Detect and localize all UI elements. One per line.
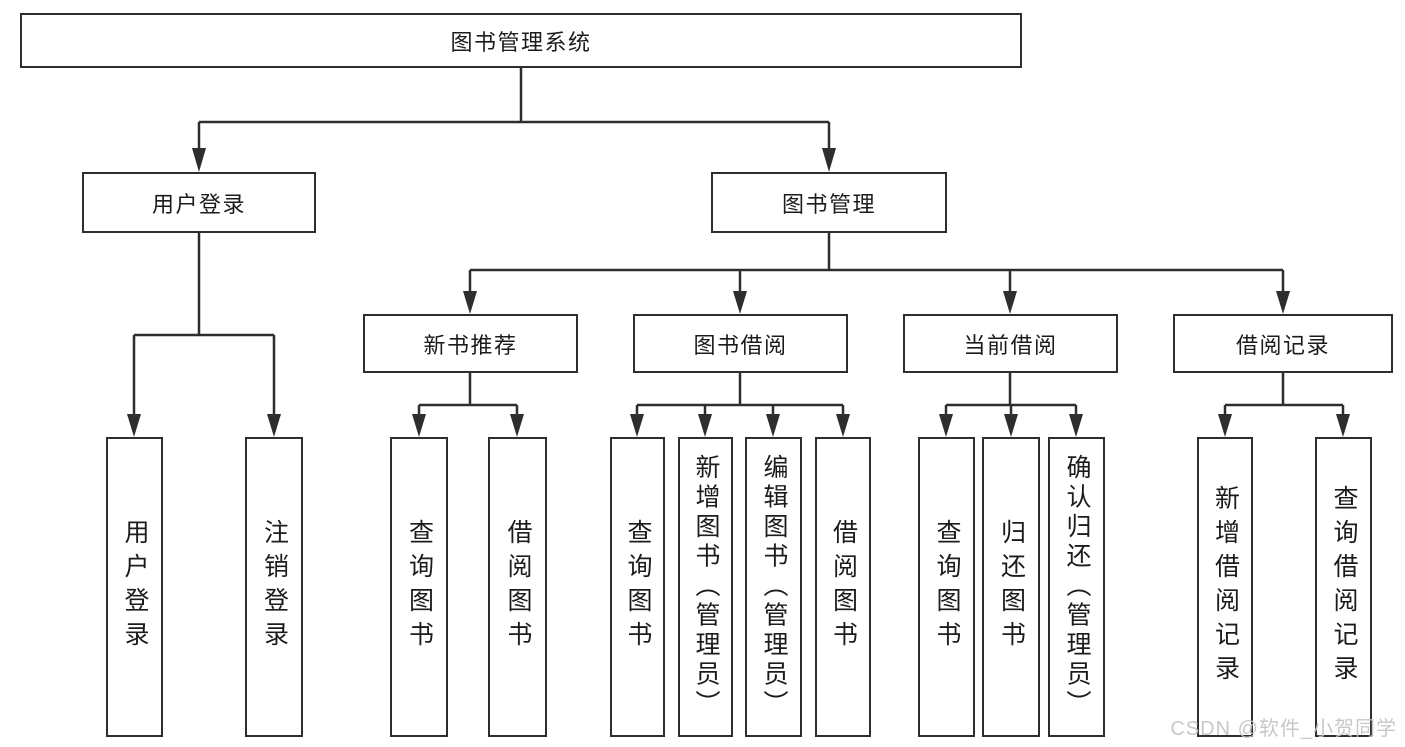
node-borrowing-records-label: 借阅记录 <box>1235 332 1330 358</box>
leaf-edit-book-admin-label: 编辑图书（管理员） <box>760 454 788 720</box>
leaf-edit-book-admin: 编辑图书（管理员） <box>745 437 802 737</box>
leaf-borrow-books-recommend: 借阅图书 <box>488 437 547 737</box>
node-book-borrowing: 图书借阅 <box>633 314 848 373</box>
leaf-query-borrow-record-label: 查询借阅记录 <box>1330 485 1358 689</box>
leaf-user-login-label: 用户登录 <box>121 519 149 655</box>
node-book-management: 图书管理 <box>711 172 947 233</box>
leaf-return-books-label: 归还图书 <box>997 519 1026 655</box>
leaf-user-login: 用户登录 <box>106 437 163 737</box>
leaf-query-books-recommend: 查询图书 <box>390 437 448 737</box>
leaf-query-books-recommend-label: 查询图书 <box>405 519 434 655</box>
leaf-borrow-books: 借阅图书 <box>815 437 871 737</box>
leaf-borrow-books-recommend-label: 借阅图书 <box>504 519 532 655</box>
leaf-query-books-current-label: 查询图书 <box>933 519 961 655</box>
node-current-borrowing: 当前借阅 <box>903 314 1118 373</box>
leaf-add-book-admin-label: 新增图书（管理员） <box>692 454 720 720</box>
leaf-borrow-books-label: 借阅图书 <box>829 519 858 655</box>
leaf-confirm-return-admin-label: 确认归还（管理员） <box>1063 454 1091 720</box>
node-user-login-label: 用户登录 <box>151 191 246 217</box>
leaf-logout: 注销登录 <box>245 437 303 737</box>
csdn-watermark: CSDN @软件_小贺同学 <box>1170 718 1397 740</box>
leaf-return-books: 归还图书 <box>982 437 1040 737</box>
leaf-query-books-current: 查询图书 <box>918 437 975 737</box>
node-borrowing-records: 借阅记录 <box>1173 314 1393 373</box>
node-book-borrowing-label: 图书借阅 <box>693 332 788 358</box>
node-current-borrowing-label: 当前借阅 <box>963 332 1058 358</box>
leaf-logout-label: 注销登录 <box>260 519 289 655</box>
node-new-book-recommend-label: 新书推荐 <box>423 332 518 358</box>
leaf-query-books-borrow-label: 查询图书 <box>624 519 652 655</box>
node-user-login: 用户登录 <box>82 172 316 233</box>
node-book-management-label: 图书管理 <box>781 191 876 217</box>
leaf-add-book-admin: 新增图书（管理员） <box>678 437 733 737</box>
node-root: 图书管理系统 <box>20 13 1022 68</box>
leaf-confirm-return-admin: 确认归还（管理员） <box>1048 437 1105 737</box>
leaf-query-books-borrow: 查询图书 <box>610 437 665 737</box>
leaf-add-borrow-record: 新增借阅记录 <box>1197 437 1253 737</box>
node-root-label: 图书管理系统 <box>450 29 592 55</box>
leaf-query-borrow-record: 查询借阅记录 <box>1315 437 1372 737</box>
leaf-add-borrow-record-label: 新增借阅记录 <box>1211 485 1240 689</box>
node-new-book-recommend: 新书推荐 <box>363 314 578 373</box>
